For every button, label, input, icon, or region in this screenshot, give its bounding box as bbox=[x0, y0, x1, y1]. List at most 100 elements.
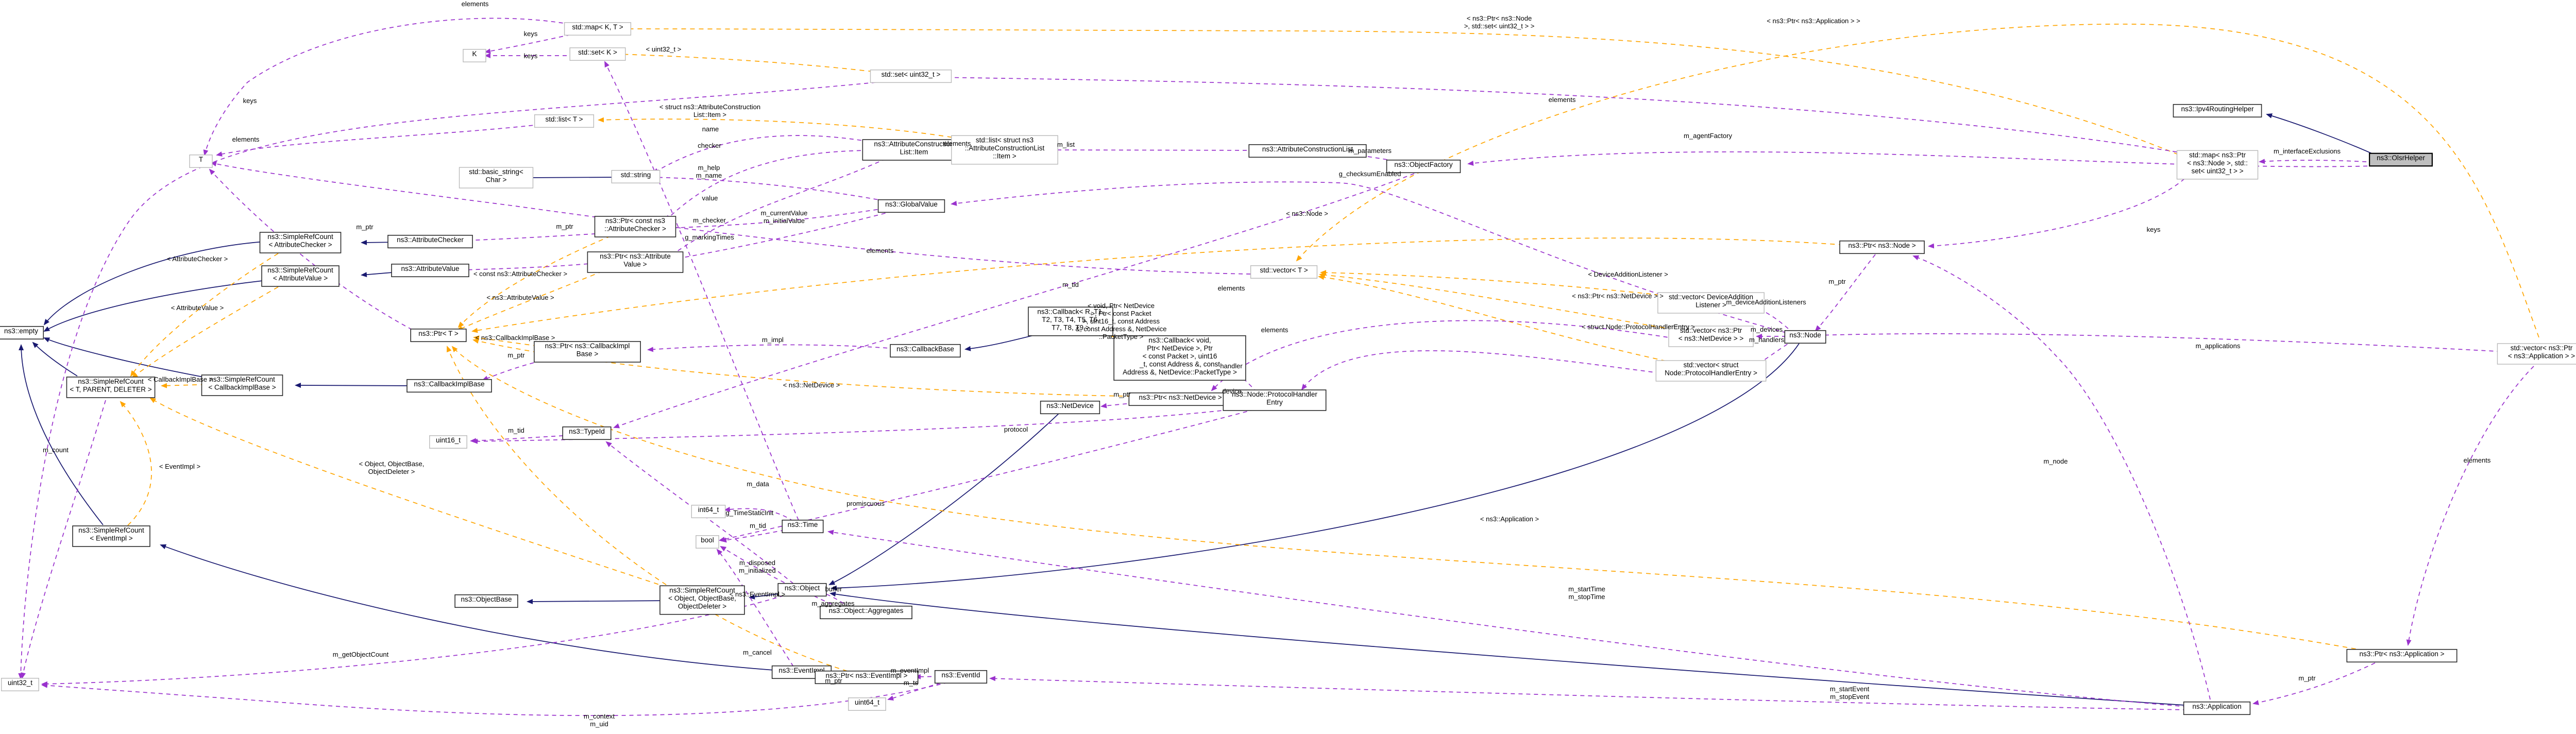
class-node-u32[interactable]: uint32_t bbox=[1, 678, 39, 691]
class-node-empty[interactable]: ns3::empty bbox=[0, 326, 44, 340]
class-node-src_cib[interactable]: ns3::SimpleRefCount< CallbackImplBase > bbox=[201, 374, 283, 396]
class-node-box-ptr_const_ac[interactable] bbox=[594, 216, 676, 237]
class-node-box-ptr_t[interactable] bbox=[410, 328, 467, 343]
class-node-box-src_cib[interactable] bbox=[201, 374, 283, 396]
class-node-box-ptr_app[interactable] bbox=[2346, 648, 2458, 663]
class-node-ptr_cib[interactable]: ns3::Ptr< ns3::CallbackImplBase > bbox=[534, 341, 641, 363]
class-node-olsr[interactable]: ns3::OlsrHelper bbox=[2369, 152, 2433, 167]
class-node-box-cb_netdev[interactable] bbox=[1113, 335, 1246, 381]
class-node-box-src_ac[interactable] bbox=[259, 232, 342, 253]
class-node-box-set_k[interactable] bbox=[569, 47, 626, 61]
class-node-box-set_u32[interactable] bbox=[870, 70, 952, 83]
class-node-netdevice[interactable]: ns3::NetDevice bbox=[1040, 400, 1100, 415]
class-node-set_k[interactable]: std::set< K > bbox=[569, 47, 626, 61]
class-node-box-bool_n[interactable] bbox=[696, 535, 719, 549]
class-node-typeid_n[interactable]: ns3::TypeId bbox=[562, 426, 612, 440]
class-node-box-phe[interactable] bbox=[1223, 389, 1327, 411]
class-node-box-cb_generic[interactable] bbox=[1028, 306, 1113, 336]
class-node-box-list_t[interactable] bbox=[534, 114, 595, 128]
class-node-string[interactable]: std::string bbox=[611, 170, 660, 183]
class-node-list_t[interactable]: std::list< T > bbox=[534, 114, 595, 128]
class-node-cb_netdev[interactable]: ns3::Callback< void,Ptr< NetDevice >, Pt… bbox=[1113, 335, 1246, 381]
class-node-map_ns[interactable]: std::map< ns3::Ptr< ns3::Node >, std::se… bbox=[2176, 150, 2259, 180]
class-node-box-olsr[interactable] bbox=[2369, 152, 2433, 167]
class-node-basic_string[interactable]: std::basic_string<Char > bbox=[459, 167, 534, 189]
class-node-i64[interactable]: int64_t bbox=[691, 505, 726, 518]
class-node-global_value[interactable]: ns3::GlobalValue bbox=[877, 199, 945, 213]
class-node-box-vec_t[interactable] bbox=[1250, 265, 1318, 279]
class-node-k_node[interactable]: K bbox=[463, 49, 486, 62]
class-node-attr_checker[interactable]: ns3::AttributeChecker bbox=[387, 234, 473, 249]
class-node-box-vec_phe[interactable] bbox=[1655, 360, 1767, 382]
class-node-box-ptr_ei[interactable] bbox=[815, 670, 919, 685]
class-node-box-vec_papp[interactable] bbox=[2497, 343, 2576, 365]
class-node-box-typeid_n[interactable] bbox=[562, 426, 612, 440]
class-node-box-string[interactable] bbox=[611, 170, 660, 183]
class-node-box-attr_value[interactable] bbox=[391, 263, 469, 278]
class-node-box-u16[interactable] bbox=[429, 435, 467, 449]
class-node-phe[interactable]: ns3::Node::ProtocolHandlerEntry bbox=[1223, 389, 1327, 411]
class-node-box-i64[interactable] bbox=[691, 505, 726, 518]
class-node-box-object[interactable] bbox=[777, 583, 827, 597]
class-node-node[interactable]: ns3::Node bbox=[1784, 330, 1826, 344]
class-node-box-map_kt[interactable] bbox=[564, 22, 632, 36]
class-node-vec_pnd[interactable]: std::vector< ns3::Ptr< ns3::NetDevice > … bbox=[1668, 326, 1754, 347]
class-node-object[interactable]: ns3::Object bbox=[777, 583, 827, 597]
class-node-box-aggregates[interactable] bbox=[820, 605, 912, 620]
class-node-box-time_n[interactable] bbox=[782, 519, 824, 534]
class-node-box-eventid[interactable] bbox=[934, 670, 988, 684]
class-node-box-list_acl_item[interactable] bbox=[951, 135, 1058, 165]
class-node-ptr_app[interactable]: ns3::Ptr< ns3::Application > bbox=[2346, 648, 2458, 663]
class-node-box-ptr_cib[interactable] bbox=[534, 341, 641, 363]
class-node-src_obj[interactable]: ns3::SimpleRefCount< Object, ObjectBase,… bbox=[659, 585, 745, 615]
class-node-vec_papp[interactable]: std::vector< ns3::Ptr< ns3::Application … bbox=[2497, 343, 2576, 365]
class-node-box-empty[interactable] bbox=[0, 326, 44, 340]
class-node-vec_t[interactable]: std::vector< T > bbox=[1250, 265, 1318, 279]
class-node-box-k_node[interactable] bbox=[463, 49, 486, 62]
class-node-acl[interactable]: ns3::AttributeConstructionList bbox=[1248, 144, 1367, 158]
class-node-src_ei[interactable]: ns3::SimpleRefCount< EventImpl > bbox=[72, 525, 150, 547]
class-node-box-ptr_av[interactable] bbox=[587, 251, 684, 273]
class-node-box-map_ns[interactable] bbox=[2176, 150, 2259, 180]
class-node-box-u32[interactable] bbox=[1, 678, 39, 691]
class-node-box-ipv4rh[interactable] bbox=[2173, 104, 2262, 118]
class-node-cb_base[interactable]: ns3::CallbackBase bbox=[890, 344, 961, 358]
class-node-box-cib[interactable] bbox=[406, 379, 492, 393]
class-node-box-src_tpd[interactable] bbox=[66, 377, 156, 398]
class-node-box-application[interactable] bbox=[2183, 701, 2251, 715]
class-node-box-acl_item[interactable] bbox=[862, 139, 966, 161]
class-node-application[interactable]: ns3::Application bbox=[2183, 701, 2251, 715]
class-node-box-netdevice[interactable] bbox=[1040, 400, 1100, 415]
class-node-time_n[interactable]: ns3::Time bbox=[782, 519, 824, 534]
class-node-box-node[interactable] bbox=[1784, 330, 1826, 344]
class-node-aggregates[interactable]: ns3::Object::Aggregates bbox=[820, 605, 912, 620]
class-node-objectbase[interactable]: ns3::ObjectBase bbox=[454, 594, 518, 608]
class-node-box-src_obj[interactable] bbox=[659, 585, 745, 615]
class-node-cib[interactable]: ns3::CallbackImplBase bbox=[406, 379, 492, 393]
class-node-ipv4rh[interactable]: ns3::Ipv4RoutingHelper bbox=[2173, 104, 2262, 118]
class-node-box-acl[interactable] bbox=[1248, 144, 1367, 158]
class-node-cb_generic[interactable]: ns3::Callback< R, T1,T2, T3, T4, T5, T6,… bbox=[1028, 306, 1113, 336]
class-node-u64[interactable]: uint64_t bbox=[848, 697, 886, 711]
class-node-list_acl_item[interactable]: std::list< struct ns3::AttributeConstruc… bbox=[951, 135, 1058, 165]
class-node-ptr_nd[interactable]: ns3::Ptr< ns3::NetDevice > bbox=[1128, 392, 1232, 406]
class-node-ptr_t[interactable]: ns3::Ptr< T > bbox=[410, 328, 467, 343]
class-node-ptr_const_ac[interactable]: ns3::Ptr< const ns3::AttributeChecker > bbox=[594, 216, 676, 237]
class-node-src_ac[interactable]: ns3::SimpleRefCount< AttributeChecker > bbox=[259, 232, 342, 253]
class-node-box-vec_pnd[interactable] bbox=[1668, 326, 1754, 347]
class-node-ptr_av[interactable]: ns3::Ptr< ns3::AttributeValue > bbox=[587, 251, 684, 273]
class-node-box-src_ei[interactable] bbox=[72, 525, 150, 547]
class-node-box-cb_base[interactable] bbox=[890, 344, 961, 358]
class-node-t_node[interactable]: T bbox=[189, 155, 213, 168]
class-node-box-vec_dal[interactable] bbox=[1657, 292, 1765, 314]
class-node-map_kt[interactable]: std::map< K, T > bbox=[564, 22, 632, 36]
class-node-src_tpd[interactable]: ns3::SimpleRefCount< T, PARENT, DELETER … bbox=[66, 377, 156, 398]
class-node-ptr_node[interactable]: ns3::Ptr< ns3::Node > bbox=[1839, 240, 1925, 254]
class-node-obj_factory[interactable]: ns3::ObjectFactory bbox=[1386, 159, 1461, 174]
class-node-box-attr_checker[interactable] bbox=[387, 234, 473, 249]
class-node-set_u32[interactable]: std::set< uint32_t > bbox=[870, 70, 952, 83]
class-node-box-t_node[interactable] bbox=[189, 155, 213, 168]
class-node-vec_dal[interactable]: std::vector< DeviceAdditionListener > bbox=[1657, 292, 1765, 314]
class-node-box-ptr_node[interactable] bbox=[1839, 240, 1925, 254]
class-node-box-src_av[interactable] bbox=[261, 265, 340, 287]
